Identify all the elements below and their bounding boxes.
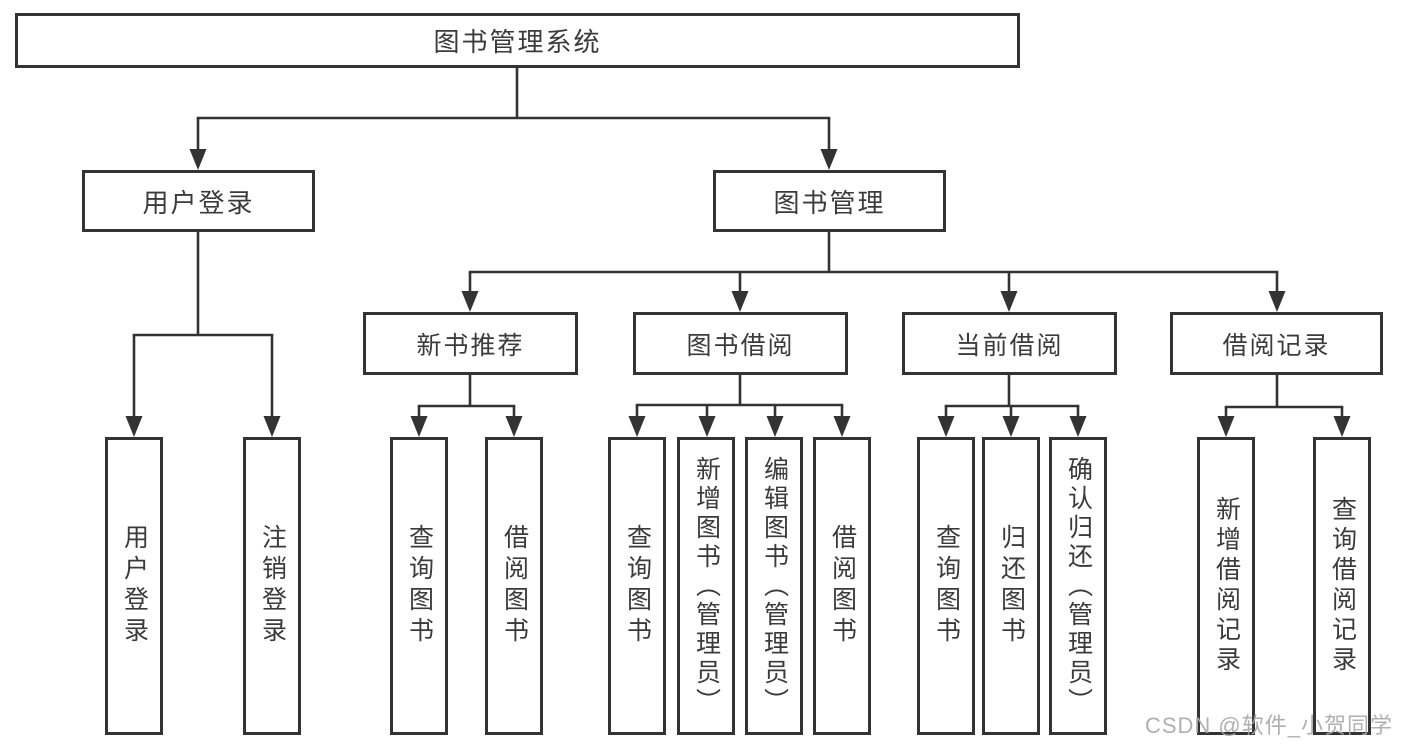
node-book-borrowing: 图书借阅 [633, 312, 848, 375]
leaf-borrow-books-borrowing: 借阅图书 [813, 437, 871, 735]
leaf-query-borrow-record: 查询借阅记录 [1313, 437, 1371, 735]
node-library-management-system: 图书管理系统 [15, 13, 1020, 68]
leaf-confirm-return-admin: 确认归还（管理员） [1049, 437, 1107, 735]
leaf-edit-books-admin: 编辑图书（管理员） [745, 437, 803, 735]
leaf-user-login: 用户登录 [105, 437, 163, 735]
leaf-return-books: 归还图书 [982, 437, 1040, 735]
leaf-query-books-current: 查询图书 [917, 437, 975, 735]
leaf-add-books-admin: 新增图书（管理员） [677, 437, 735, 735]
leaf-query-books-borrowing: 查询图书 [608, 437, 666, 735]
node-new-book-recommend: 新书推荐 [363, 312, 578, 375]
leaf-borrow-books-newbook: 借阅图书 [485, 437, 543, 735]
node-user-login: 用户登录 [82, 170, 315, 232]
leaf-add-borrow-record: 新增借阅记录 [1197, 437, 1255, 735]
leaf-logout: 注销登录 [243, 437, 301, 735]
leaf-query-books-newbook: 查询图书 [390, 437, 448, 735]
node-current-borrowing: 当前借阅 [902, 312, 1117, 375]
csdn-watermark: CSDN @软件_小贺同学 [1144, 713, 1393, 738]
node-borrowing-records: 借阅记录 [1170, 312, 1383, 375]
node-book-management: 图书管理 [713, 170, 946, 232]
